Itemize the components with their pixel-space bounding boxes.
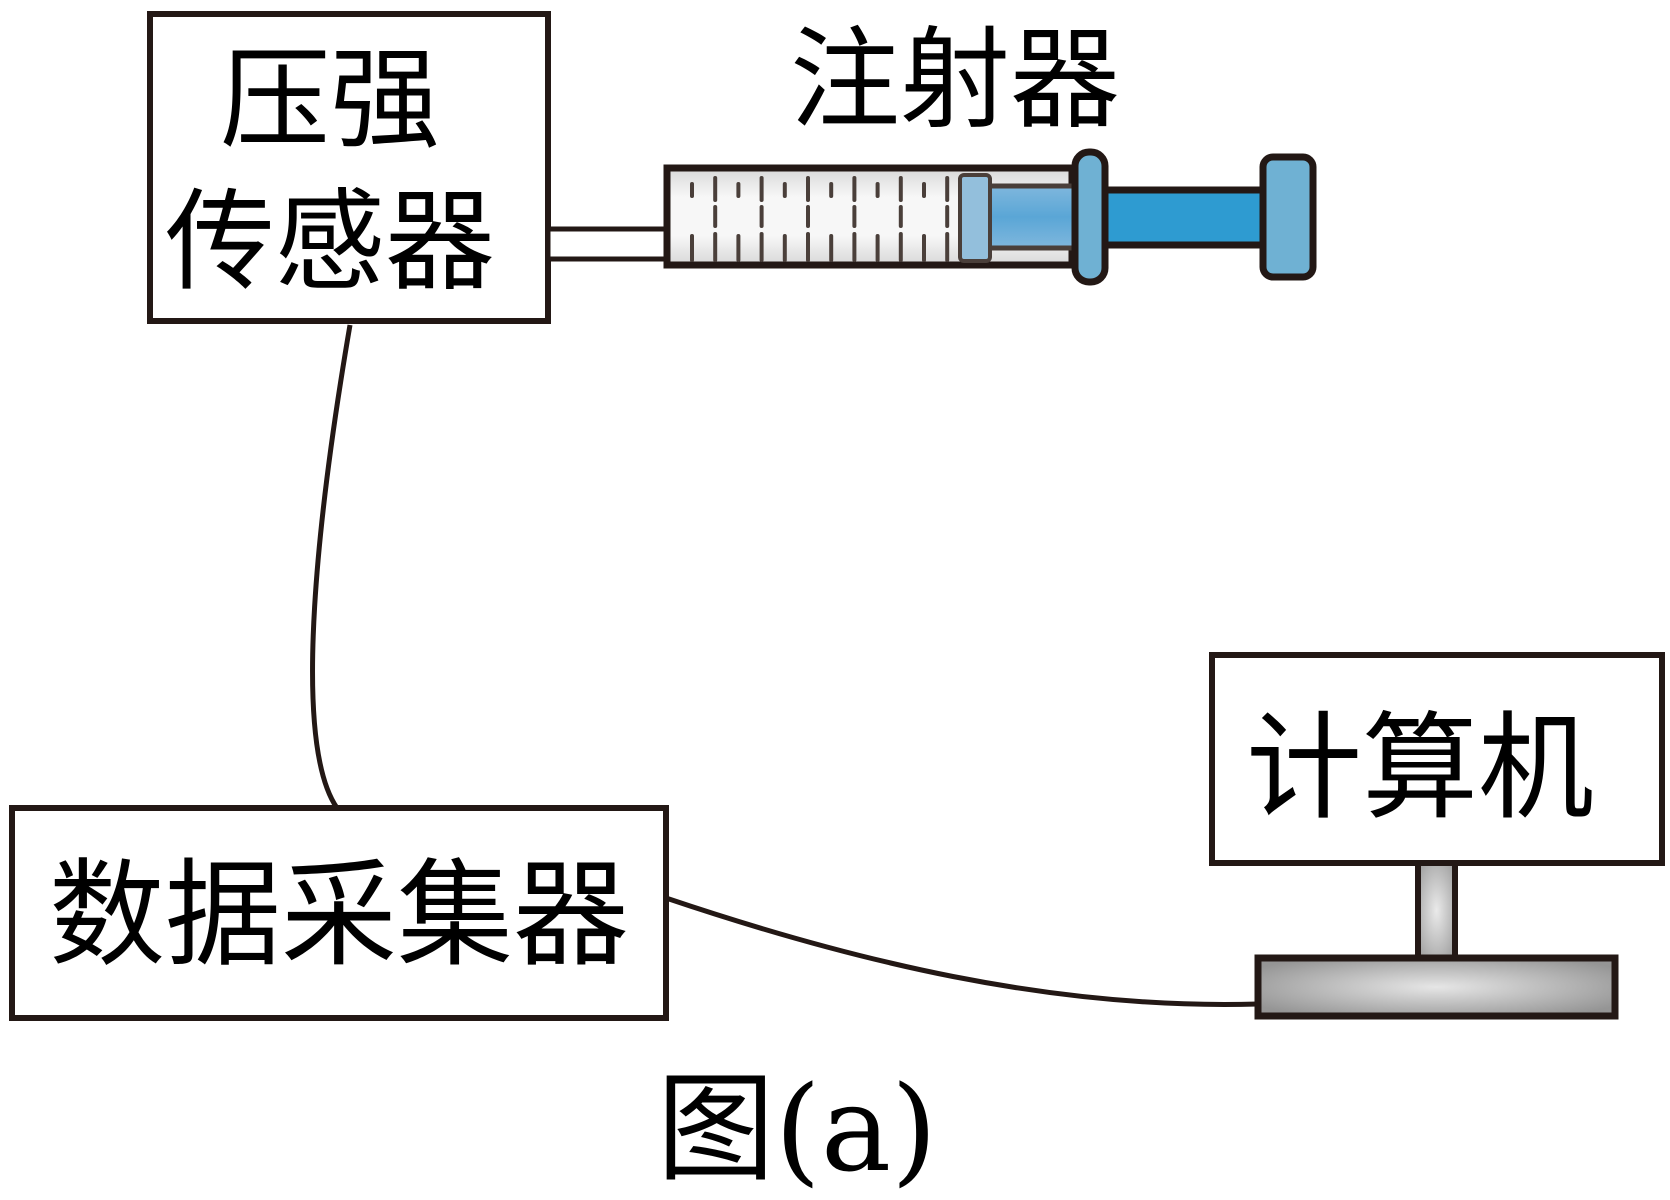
syringe	[663, 148, 1317, 286]
plunger-inner	[982, 183, 1078, 251]
computer-base	[1254, 954, 1619, 1020]
pressure-sensor-label-line1: 压强	[220, 36, 440, 164]
wire-collector-to-computer	[665, 895, 1259, 1007]
computer-stand	[1415, 860, 1458, 961]
computer-label: 计算机	[1246, 701, 1594, 836]
computer: 计算机	[1209, 652, 1665, 1020]
computer-monitor	[1209, 652, 1665, 866]
data-collector: 数据采集器	[9, 805, 669, 1021]
connector-tube	[545, 226, 671, 262]
finger-flange	[1071, 148, 1109, 286]
graduation-marks	[690, 176, 950, 262]
data-collector-label: 数据采集器	[49, 848, 629, 983]
pressure-sensor-label-line2: 传感器	[165, 178, 495, 306]
plunger-rod	[1101, 186, 1269, 249]
wire-sensor-to-collector	[310, 324, 353, 810]
syringe-label: 注射器	[790, 16, 1120, 144]
pressure-sensor: 压强 传感器	[147, 11, 551, 324]
plunger-seal	[958, 173, 992, 263]
plunger-thumb-press	[1259, 153, 1317, 281]
figure-caption: 图(a)	[657, 1060, 937, 1198]
